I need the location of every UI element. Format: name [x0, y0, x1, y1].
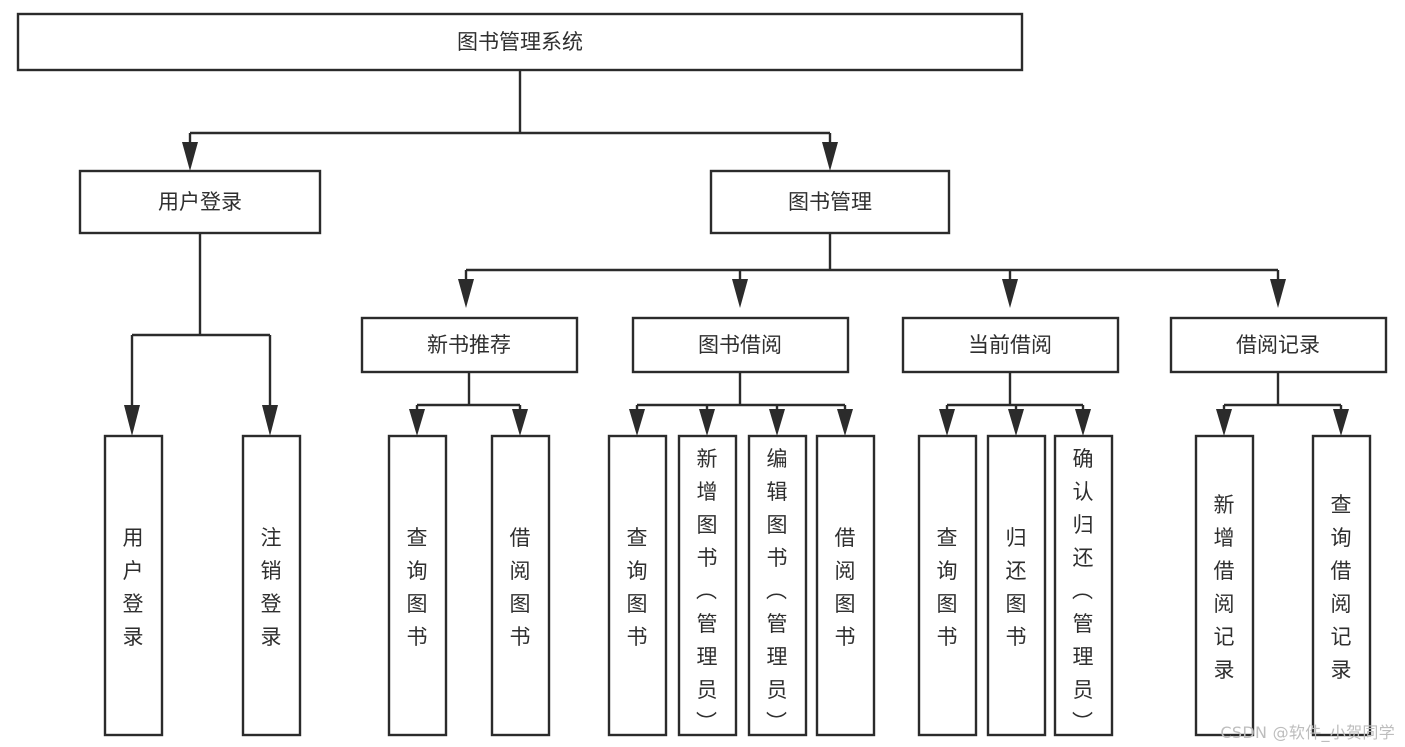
leaf-book-borrow-3-label: 借阅图书: [835, 526, 856, 649]
leaf-new-book-0[interactable]: 查询图书: [387, 434, 448, 737]
leaf-borrow-record-1-label: 查询借阅记录: [1331, 493, 1352, 682]
node-current-borrow[interactable]: 当前借阅: [901, 316, 1120, 374]
leaf-book-borrow-1[interactable]: 新增图书（管理员）: [677, 434, 738, 737]
node-book-management[interactable]: 图书管理: [709, 169, 951, 235]
node-new-book-recommend-label: 新书推荐: [427, 333, 511, 357]
node-borrow-record[interactable]: 借阅记录: [1169, 316, 1388, 374]
node-book-management-label: 图书管理: [788, 190, 872, 214]
connector-currentborrow-to-leaves: [939, 372, 1091, 436]
node-user-login-label: 用户登录: [158, 190, 242, 214]
leaf-book-borrow-3[interactable]: 借阅图书: [815, 434, 876, 737]
connector-bookmgmt-to-level3: [458, 233, 1286, 308]
leaf-current-borrow-2[interactable]: 确认归还（管理员）: [1053, 434, 1114, 737]
node-book-borrow-label: 图书借阅: [698, 333, 782, 357]
leaf-book-borrow-2-label: 编辑图书（管理员）: [766, 447, 788, 735]
leaf-current-borrow-0[interactable]: 查询图书: [917, 434, 978, 737]
leaf-user-login-1-label: 注销登录: [261, 526, 282, 649]
leaf-new-book-1[interactable]: 借阅图书: [490, 434, 551, 737]
leaf-book-borrow-2[interactable]: 编辑图书（管理员）: [747, 434, 808, 737]
leaf-borrow-record-0-label: 新增借阅记录: [1214, 493, 1235, 682]
leaf-current-borrow-1[interactable]: 归还图书: [986, 434, 1047, 737]
node-new-book-recommend[interactable]: 新书推荐: [360, 316, 579, 374]
node-user-login[interactable]: 用户登录: [78, 169, 322, 235]
node-book-borrow[interactable]: 图书借阅: [631, 316, 850, 374]
leaf-current-borrow-1-label: 归还图书: [1006, 526, 1027, 649]
leaf-user-login-1[interactable]: 注销登录: [241, 434, 302, 737]
connector-root-to-level2: [182, 70, 838, 171]
leaf-book-borrow-1-label: 新增图书（管理员）: [696, 447, 718, 735]
leaf-book-borrow-0[interactable]: 查询图书: [607, 434, 668, 737]
connector-bookborrow-to-leaves: [629, 372, 853, 436]
leaf-borrow-record-1[interactable]: 查询借阅记录: [1311, 434, 1372, 737]
leaf-borrow-record-0[interactable]: 新增借阅记录: [1194, 434, 1255, 737]
connector-borrowrecord-to-leaves: [1216, 372, 1349, 436]
leaf-new-book-0-label: 查询图书: [407, 526, 428, 649]
node-borrow-record-label: 借阅记录: [1236, 333, 1320, 357]
leaf-book-borrow-0-label: 查询图书: [627, 526, 648, 649]
csdn-watermark: CSDN @软件_小贺同学: [1220, 723, 1395, 742]
node-root[interactable]: 图书管理系统: [16, 12, 1024, 72]
connector-userlogin-to-leaves: [124, 233, 278, 436]
leaf-current-borrow-0-label: 查询图书: [937, 526, 958, 649]
leaf-current-borrow-2-label: 确认归还（管理员）: [1072, 447, 1094, 735]
node-current-borrow-label: 当前借阅: [968, 333, 1052, 357]
leaf-user-login-0-label: 用户登录: [123, 526, 144, 649]
node-root-label: 图书管理系统: [457, 30, 583, 54]
leaf-user-login-0[interactable]: 用户登录: [103, 434, 164, 737]
connector-newbook-to-leaves: [409, 372, 528, 436]
leaf-new-book-1-label: 借阅图书: [510, 526, 531, 649]
